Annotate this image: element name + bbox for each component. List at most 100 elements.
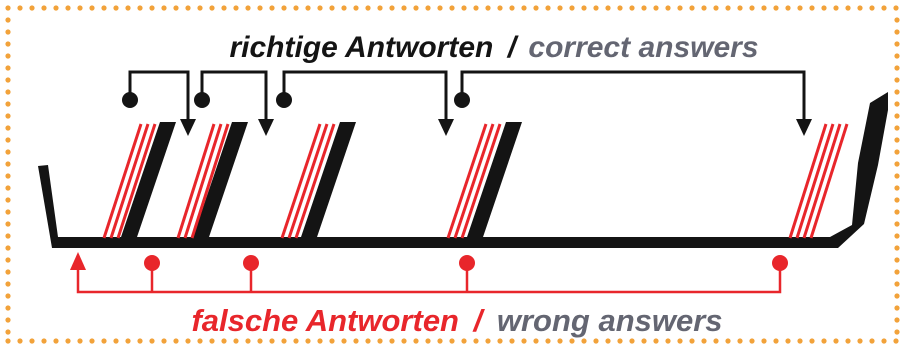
border-dot	[5, 101, 11, 107]
border-dot	[449, 338, 455, 344]
correct-answers-label: richtige Antworten / correct answers	[229, 31, 758, 64]
border-dot	[137, 338, 143, 344]
border-dot	[485, 338, 491, 344]
border-dot	[545, 338, 551, 344]
arrow-down-icon	[180, 119, 196, 136]
dot-arrow-connector-icon	[144, 255, 160, 271]
border-dot	[5, 197, 11, 203]
border-dot	[5, 173, 11, 179]
border-dot	[894, 329, 900, 335]
border-dot	[629, 5, 635, 11]
border-dot	[894, 17, 900, 23]
wrong-connectors	[76, 264, 782, 294]
border-dot	[329, 5, 335, 11]
border-dot	[137, 5, 143, 11]
border-dot	[245, 338, 251, 344]
dot-arrow-connector-icon	[772, 255, 788, 271]
border-dot	[161, 338, 167, 344]
border-dot	[101, 5, 107, 11]
border-dot	[365, 5, 371, 11]
border-dot	[677, 338, 683, 344]
border-dot	[113, 338, 119, 344]
border-dot	[894, 197, 900, 203]
border-dot	[317, 338, 323, 344]
wrong-dots	[144, 255, 788, 271]
correct-label-english: correct answers	[528, 31, 758, 64]
border-dot	[653, 5, 659, 11]
border-dot	[353, 338, 359, 344]
border-dot	[209, 338, 215, 344]
border-dot	[5, 17, 11, 23]
border-dot	[77, 338, 83, 344]
border-dot	[461, 338, 467, 344]
border-dot	[617, 5, 623, 11]
border-dot	[149, 5, 155, 11]
border-dot	[857, 5, 863, 11]
border-dot	[221, 5, 227, 11]
border-dot	[5, 77, 11, 83]
border-dot	[5, 161, 11, 167]
border-dot	[617, 338, 623, 344]
border-dot	[101, 338, 107, 344]
border-dot	[665, 5, 671, 11]
border-dot	[89, 338, 95, 344]
border-dot	[833, 5, 839, 11]
border-dot	[113, 5, 119, 11]
dot-arrow-connector-icon	[194, 92, 210, 108]
border-dot	[893, 5, 899, 11]
border-dot	[5, 113, 11, 119]
border-dot	[629, 338, 635, 344]
border-dot	[894, 77, 900, 83]
border-dot	[894, 245, 900, 251]
border-dot	[305, 338, 311, 344]
border-dot	[5, 137, 11, 143]
border-dot	[894, 269, 900, 275]
border-dot	[869, 338, 875, 344]
border-dot	[5, 245, 11, 251]
dot-arrow-connector-icon	[454, 92, 470, 108]
border-dot	[5, 233, 11, 239]
border-dot	[761, 5, 767, 11]
border-dot	[713, 5, 719, 11]
border-dot	[509, 338, 515, 344]
border-dot	[821, 5, 827, 11]
border-dot	[894, 41, 900, 47]
border-dot	[17, 338, 23, 344]
border-dot	[785, 338, 791, 344]
border-dot	[5, 125, 11, 131]
border-dot	[893, 338, 899, 344]
border-dot	[29, 338, 35, 344]
border-dot	[509, 5, 515, 11]
dot-arrow-connector-icon	[459, 255, 475, 271]
border-dot	[725, 338, 731, 344]
arrow-down-icon	[796, 119, 812, 136]
border-dot	[5, 338, 11, 344]
border-dot	[894, 173, 900, 179]
dot-arrow-connector-icon	[276, 92, 292, 108]
correct-connector-3	[282, 70, 448, 125]
border-dot	[257, 5, 263, 11]
border-dot	[473, 338, 479, 344]
wrong-label-slash: /	[472, 303, 486, 338]
stroke-group-3	[280, 122, 356, 240]
border-dot	[5, 221, 11, 227]
arrow-down-icon	[438, 119, 454, 136]
wrong-answers-label: falsche Antworten / wrong answers	[191, 303, 722, 338]
border-dot	[749, 5, 755, 11]
border-dot	[389, 338, 395, 344]
border-dot	[557, 5, 563, 11]
border-dot	[641, 338, 647, 344]
border-dot	[894, 29, 900, 35]
border-dot	[233, 5, 239, 11]
border-dot	[857, 338, 863, 344]
border-dot	[41, 5, 47, 11]
border-dot	[29, 5, 35, 11]
border-dot	[473, 5, 479, 11]
border-dot	[881, 5, 887, 11]
border-dot	[377, 338, 383, 344]
correct-connector-4	[460, 70, 806, 125]
border-dot	[293, 338, 299, 344]
border-dot	[689, 338, 695, 344]
border-dot	[894, 293, 900, 299]
